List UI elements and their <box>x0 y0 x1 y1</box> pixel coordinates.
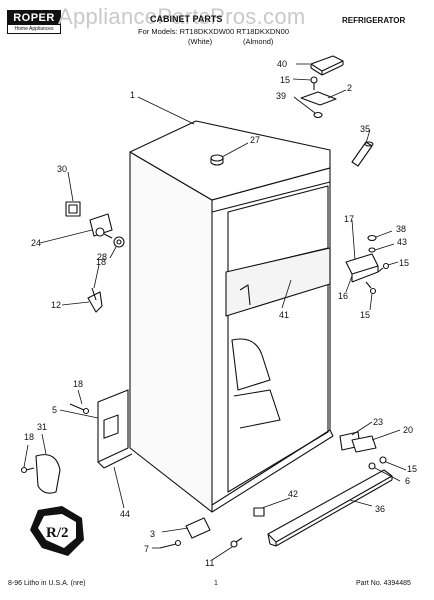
callout-5: 5 <box>52 405 57 415</box>
part-31-cover <box>35 454 61 494</box>
footer-litho: 8-96 Litho in U.S.A. (nre) <box>8 580 86 587</box>
part-43-spacer <box>368 247 376 253</box>
part-15-screw-mid <box>365 281 377 295</box>
part-15-screw-top <box>310 76 318 90</box>
part-27-cap <box>210 154 224 166</box>
callout-20: 20 <box>403 425 413 435</box>
callout-7: 7 <box>144 544 149 554</box>
callout-18-lower: 18 <box>24 432 34 442</box>
brand-name: ROPER <box>8 11 60 25</box>
part-38-washer <box>367 234 377 242</box>
emblem-text: R/2 <box>46 525 69 541</box>
part-42-clip <box>253 507 265 517</box>
callout-17: 17 <box>344 214 354 224</box>
callout-41: 41 <box>279 310 289 320</box>
footer-part-number: Part No. 4394485 <box>356 580 411 587</box>
product-name: REFRIGERATOR <box>342 16 406 25</box>
callout-28: 28 <box>97 252 107 262</box>
part-24-assembly <box>89 213 113 239</box>
footer-page-number: 1 <box>214 580 218 587</box>
part-20-roller <box>351 435 377 453</box>
finish-white: (White) <box>188 37 213 46</box>
part-39-washer <box>313 111 323 119</box>
watermark: AppliancePartsPros.com <box>58 4 306 29</box>
part-2-top-hinge <box>300 91 337 106</box>
callout-11: 11 <box>205 558 214 568</box>
part-16-hinge-bracket <box>345 253 379 283</box>
finish-almond: (Almond) <box>243 37 274 46</box>
callout-15-mid: 15 <box>360 310 370 320</box>
part-6-spacer <box>368 462 376 470</box>
callout-40: 40 <box>277 59 287 69</box>
callout-15-top: 15 <box>280 75 290 85</box>
callout-16: 16 <box>338 291 348 301</box>
part-28-grommet <box>113 236 125 248</box>
cabinet-body <box>129 120 334 513</box>
callout-labels: 1 2 3 5 6 7 11 12 15 15 15 15 16 17 18 1… <box>24 59 417 568</box>
callout-27: 27 <box>250 135 260 145</box>
part-15-screw-lower <box>379 456 387 464</box>
part-30-bracket <box>65 201 81 217</box>
callout-2: 2 <box>347 83 352 93</box>
callout-15-lower: 15 <box>407 464 417 474</box>
callout-39: 39 <box>276 91 286 101</box>
callout-23: 23 <box>373 417 383 427</box>
part-44-panel <box>97 389 133 469</box>
callout-24: 24 <box>31 238 41 248</box>
callout-1: 1 <box>130 90 135 100</box>
part-3-bottom-hinge <box>185 517 211 539</box>
leader-lines <box>23 63 407 561</box>
callout-36: 36 <box>375 504 385 514</box>
brand-subtitle: Home Appliances <box>14 26 54 32</box>
callout-43: 43 <box>397 237 407 247</box>
part-40-hinge-cover <box>310 55 344 72</box>
callout-35: 35 <box>360 124 370 134</box>
part-12-clip <box>87 287 103 313</box>
part-7-screw <box>159 539 182 549</box>
part-15-screw-right <box>377 262 390 273</box>
callout-18-upper: 18 <box>96 257 106 267</box>
callout-12: 12 <box>51 300 61 310</box>
callout-31: 31 <box>37 422 47 432</box>
callout-44: 44 <box>120 509 130 519</box>
callout-15-right: 15 <box>399 258 409 268</box>
callout-18-mid: 18 <box>73 379 83 389</box>
callout-30: 30 <box>57 164 67 174</box>
callout-6: 6 <box>405 476 410 486</box>
part-18-screw-lower <box>20 466 35 474</box>
models-line: For Models: RT18DKXDW00 RT18DKXDN00 <box>138 27 290 36</box>
callout-3: 3 <box>150 529 155 539</box>
part-5-screw <box>69 403 90 415</box>
part-36-toe-grille <box>267 469 393 547</box>
brand-logo: ROPER Home Appliances <box>7 10 61 34</box>
r2-emblem: R/2 <box>30 506 84 556</box>
callout-38: 38 <box>396 224 406 234</box>
part-35-bushing <box>351 141 374 167</box>
part-11-screw <box>230 537 243 548</box>
page-title: CABINET PARTS <box>150 14 223 24</box>
callout-42: 42 <box>288 489 298 499</box>
